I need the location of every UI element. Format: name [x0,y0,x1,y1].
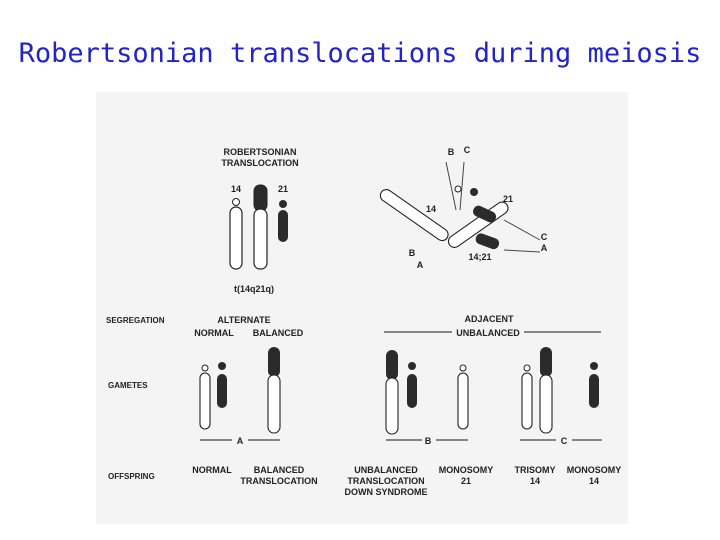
marker-c: C [561,436,568,446]
gamete-monosomy-21 [457,364,469,430]
offspring-trisomy14-1: TRISOMY [514,465,555,475]
trivalent-label-a-left: A [417,260,424,270]
label-t14q21q: t(14q21q) [234,284,274,294]
chromosome-t14q21q [253,184,268,270]
label-chrom14: 14 [231,184,241,194]
row-label-segregation: SEGREGATION [106,316,165,325]
segregation-alternate: ALTERNATE [217,315,270,325]
meiosis-figure: ROBERTSONIAN TRANSLOCATION 14 21 t(14q21… [96,92,628,524]
segregation-adjacent: ADJACENT [464,314,514,324]
offspring-unbalanced-2: TRANSLOCATION [347,476,424,486]
trivalent-label-21: 21 [503,194,513,204]
gamete-normal [199,362,227,430]
header-line1: ROBERTSONIAN [223,147,296,157]
offspring-unbalanced-1: UNBALANCED [354,465,418,475]
marker-b: B [425,436,432,446]
label-chrom21: 21 [278,184,288,194]
trivalent-label-b-top: B [448,147,455,157]
offspring-trisomy14-2: 14 [530,476,540,486]
trivalent-diagram [379,161,541,253]
offspring-monosomy14-2: 14 [589,476,599,486]
offspring-monosomy21-2: 21 [461,476,471,486]
row-label-gametes: GAMETES [108,381,148,390]
offspring-balanced-1: BALANCED [254,465,305,475]
trivalent-label-c-right: C [541,232,548,242]
gamete-unbalanced-21 [385,350,417,435]
chromosome-14 [229,198,243,270]
offspring-unbalanced-3: DOWN SYNDROME [345,487,428,497]
offspring-normal: NORMAL [192,465,232,475]
segregation-normal: NORMAL [194,328,234,338]
trivalent-label-c-top: C [464,145,471,155]
trivalent-label-14: 14 [426,204,436,214]
chromosome-21 [278,200,288,242]
segregation-unbalanced: UNBALANCED [456,328,520,338]
trivalent-label-t: 14;21 [468,252,491,262]
offspring-balanced-2: TRANSLOCATION [240,476,317,486]
slide-title: Robertsonian translocations during meios… [18,38,702,69]
segregation-balanced: BALANCED [253,328,304,338]
gamete-trisomy-14 [521,347,553,434]
trivalent-label-b-left: B [409,248,416,258]
marker-a: A [237,436,244,446]
gamete-monosomy-14 [589,362,599,408]
row-label-offspring: OFFSPRING [108,472,155,481]
header-line2: TRANSLOCATION [221,158,298,168]
translocation-diagram: ROBERTSONIAN TRANSLOCATION 14 21 t(14q21… [106,145,622,497]
offspring-monosomy21-1: MONOSOMY [439,465,494,475]
trivalent-label-a-right: A [541,243,548,253]
offspring-monosomy14-1: MONOSOMY [567,465,622,475]
gamete-balanced [267,347,281,434]
